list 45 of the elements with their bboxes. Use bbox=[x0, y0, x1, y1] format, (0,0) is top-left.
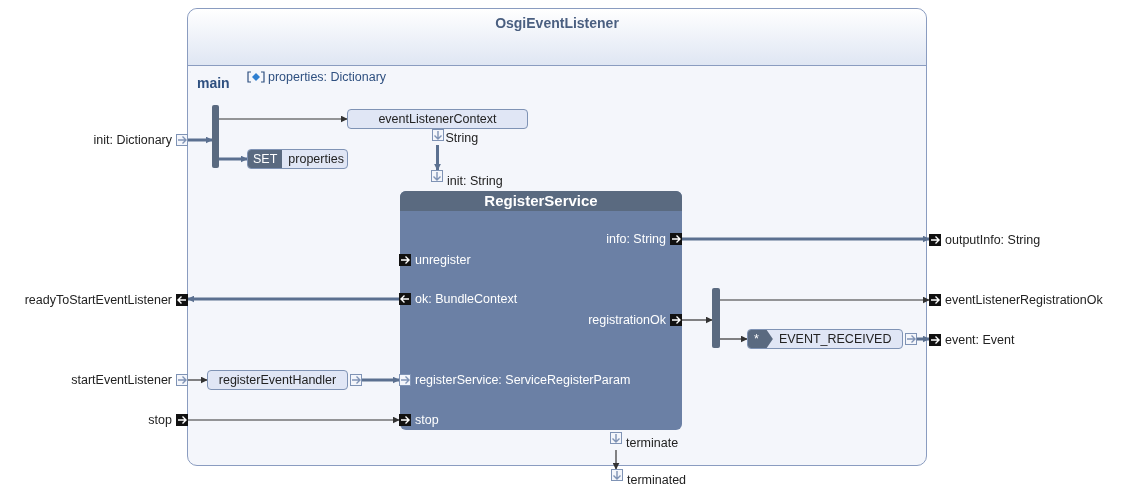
arrow bbox=[362, 376, 400, 384]
arrow bbox=[682, 235, 930, 243]
fork-bar bbox=[212, 105, 219, 168]
arrow bbox=[434, 145, 441, 171]
fork-bar bbox=[712, 288, 720, 348]
port-label: event: Event bbox=[945, 333, 1015, 347]
container-frame bbox=[187, 8, 927, 466]
port-label: String bbox=[445, 131, 479, 145]
process-box: eventListenerContext bbox=[347, 109, 528, 129]
arrow bbox=[188, 136, 213, 144]
arrow bbox=[681, 316, 713, 324]
port-label: init: String bbox=[447, 174, 503, 188]
port-label: startEventListener bbox=[71, 373, 172, 387]
process-box: registerEventHandler bbox=[207, 370, 348, 390]
port-label: stop bbox=[148, 413, 172, 427]
port-label: info: String bbox=[606, 232, 666, 246]
component-header: RegisterService bbox=[400, 191, 682, 211]
port-label: init: Dictionary bbox=[93, 133, 172, 147]
section-label: main bbox=[197, 75, 230, 91]
port-label: registerService: ServiceRegisterParam bbox=[415, 373, 631, 387]
arrow bbox=[917, 335, 930, 343]
tag-label: SET bbox=[248, 150, 283, 168]
arrow bbox=[218, 115, 348, 123]
port-label: unregister bbox=[415, 253, 471, 267]
arrow bbox=[187, 376, 208, 384]
variable-label: properties: Dictionary bbox=[268, 70, 387, 84]
arrow bbox=[719, 296, 930, 304]
arrow bbox=[219, 155, 248, 163]
port-label: registrationOk bbox=[588, 313, 666, 327]
header-band: OsgiEventListener bbox=[188, 9, 926, 66]
variable-name: properties bbox=[287, 151, 345, 168]
port-label: eventListenerRegistrationOk bbox=[945, 293, 1103, 307]
arrow bbox=[187, 416, 400, 424]
event-name: EVENT_RECEIVED bbox=[777, 331, 893, 348]
port-label: ok: BundleContext bbox=[415, 292, 518, 306]
arrow bbox=[719, 335, 748, 343]
port-label: terminate bbox=[626, 436, 679, 450]
arrow bbox=[612, 449, 620, 470]
port-label: stop bbox=[415, 413, 439, 427]
arrow bbox=[187, 295, 399, 303]
component-block bbox=[400, 191, 682, 430]
port-label: terminated bbox=[627, 473, 687, 486]
tag-label: * bbox=[748, 330, 773, 348]
port-label: readyToStartEventListener bbox=[24, 293, 172, 307]
port-label: outputInfo: String bbox=[945, 233, 1041, 247]
